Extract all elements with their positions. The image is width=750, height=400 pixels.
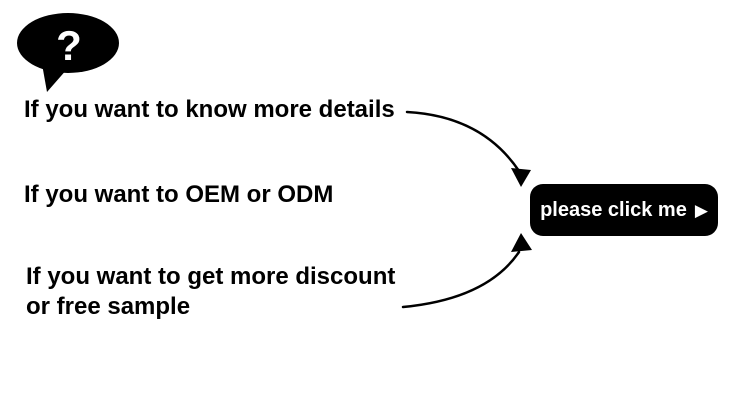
prompt-discount-free-sample: If you want to get more discount or free…: [26, 262, 395, 322]
arrowhead-up-icon: [511, 233, 532, 252]
bubble-body: [17, 13, 119, 73]
please-click-me-button[interactable]: please click me ▶: [530, 184, 718, 236]
arrow-from-details-to-button: [405, 110, 531, 187]
question-bubble-icon: ?: [17, 13, 119, 92]
question-mark: ?: [56, 22, 82, 69]
bubble-tail: [42, 64, 68, 92]
prompt-oem-odm: If you want to OEM or ODM: [24, 182, 333, 208]
arrow-curve: [405, 110, 521, 173]
prompt-line: If you want to OEM or ODM: [24, 181, 334, 208]
button-label: please click me: [540, 198, 687, 221]
arrow-curve: [401, 250, 521, 309]
prompt-know-more-details: If you want to know more details: [24, 97, 395, 123]
prompt-line: If you want to get more discount: [26, 263, 396, 290]
arrow-from-discount-to-button: [401, 233, 532, 309]
prompt-line: If you want to know more details: [24, 96, 395, 123]
prompt-line: or free sample: [26, 293, 191, 320]
arrowhead-down-icon: [511, 168, 531, 187]
play-icon: ▶: [694, 201, 708, 220]
